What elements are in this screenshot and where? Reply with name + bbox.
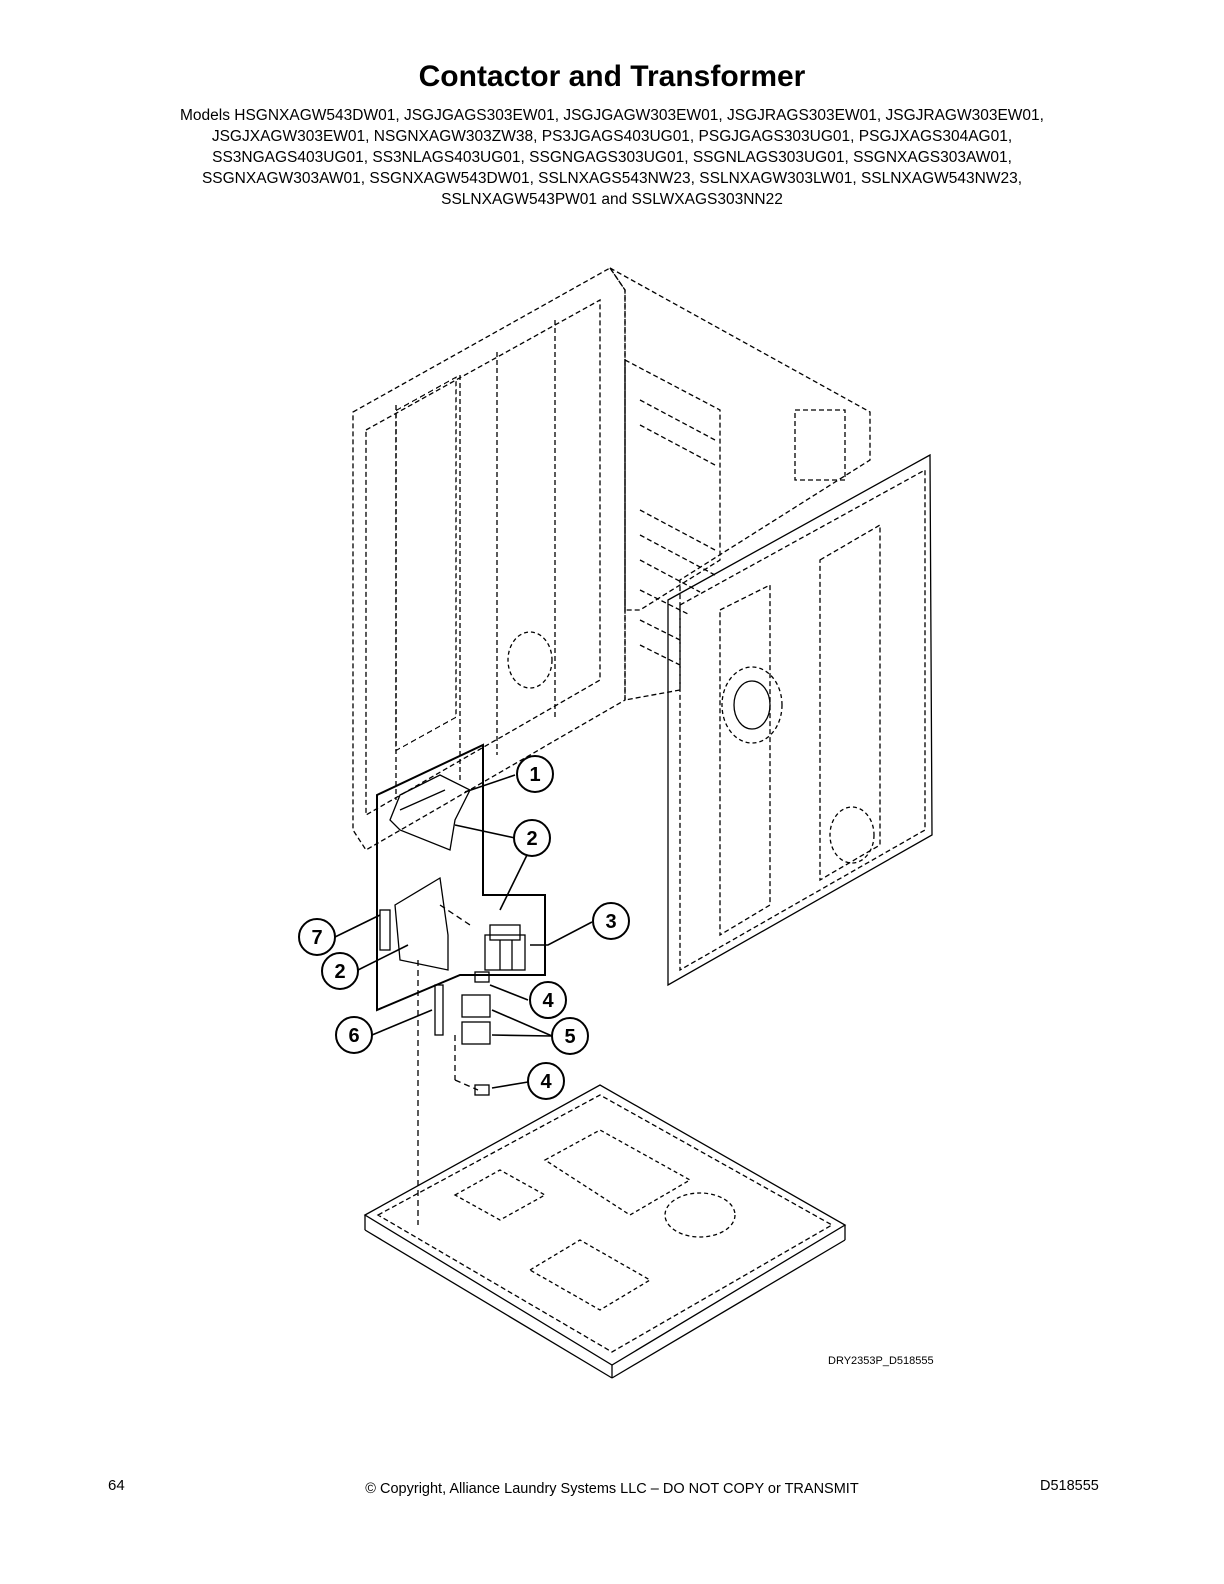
part-7-plate: [379, 876, 449, 971]
callout-leaders: [334, 774, 593, 1089]
copyright-notice: © Copyright, Alliance Laundry Systems LL…: [365, 1481, 859, 1497]
callout-2-label: 2: [526, 828, 537, 850]
callout-6: 6: [335, 1016, 373, 1054]
callout-2-lower: 2: [321, 952, 359, 990]
callout-5: 5: [551, 1017, 589, 1055]
part-4-clip-lower: [474, 1084, 490, 1096]
callout-1-label: 1: [529, 764, 540, 786]
models-list: Models HSGNXAGW543DW01, JSGJGAGS303EW01,…: [90, 105, 1134, 210]
callout-2-upper: 2: [513, 819, 551, 857]
drawing-id: DRY2353P_D518555: [828, 1355, 934, 1367]
models-line: SSGNXAGW303AW01, SSGNXAGW543DW01, SSLNXA…: [201, 170, 1023, 187]
models-line: JSGJXAGW303EW01, NSGNXAGW303ZW38, PS3JGA…: [211, 128, 1013, 145]
callout-2-label: 2: [334, 961, 345, 983]
page-number: 64: [108, 1477, 125, 1494]
part-6-rail: [434, 984, 444, 1036]
cabinet-back-panel: [352, 267, 626, 851]
base-pan: [363, 1084, 847, 1379]
part-1-bracket: [389, 774, 471, 851]
callout-3: 3: [592, 902, 630, 940]
models-line: SS3NGAGS403UG01, SS3NLAGS403UG01, SSGNGA…: [212, 149, 1012, 166]
part-5-contactor-lower: [461, 1021, 491, 1045]
assembly-outline: [376, 743, 546, 1012]
document-id: D518555: [1040, 1478, 1099, 1494]
assembly-guide-lines: [417, 904, 479, 1225]
back-panel-hole: [507, 631, 553, 689]
callout-4-label: 4: [540, 1071, 552, 1093]
callout-4-label: 4: [542, 990, 554, 1012]
callout-4-upper: 4: [529, 981, 567, 1019]
callout-7-label: 7: [311, 927, 322, 949]
cabinet-front-panel: [667, 453, 933, 987]
models-line: SSLNXAGW543PW01 and SSLWXAGS303NN22: [441, 191, 783, 208]
page-title: Contactor and Transformer: [418, 60, 806, 93]
cabinet-side-panel: [609, 267, 871, 701]
callout-5-label: 5: [564, 1026, 575, 1048]
part-4-clip-upper: [474, 971, 490, 983]
callout-1: 1: [516, 755, 554, 793]
callout-3-label: 3: [605, 911, 616, 933]
callout-7: 7: [298, 918, 336, 956]
callout-6-label: 6: [348, 1025, 359, 1047]
callout-labels: 1 2 3 7 2 4 6 5 4: [298, 755, 630, 1100]
models-line: Models HSGNXAGW543DW01, JSGJGAGS303EW01,…: [180, 107, 1044, 124]
part-3-transformer: [484, 924, 526, 971]
callout-4-lower: 4: [527, 1062, 565, 1100]
part-5-contactor-upper: [461, 994, 491, 1018]
